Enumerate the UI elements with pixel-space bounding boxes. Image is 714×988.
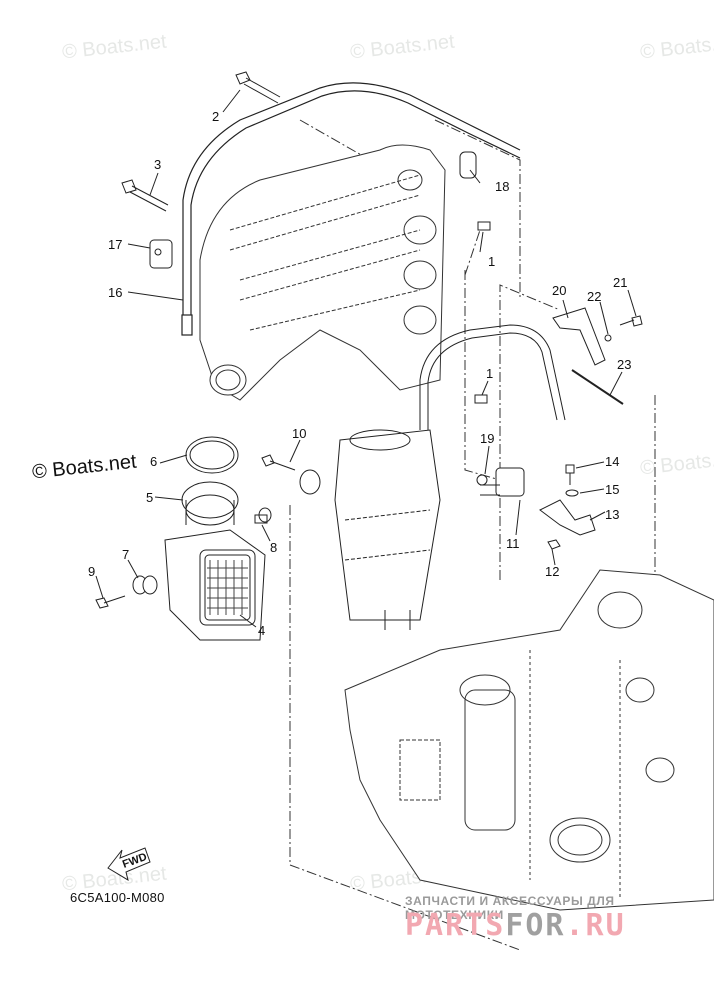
collar-8	[254, 507, 272, 524]
callout-20[interactable]: 20	[552, 283, 567, 298]
bracket-13	[539, 499, 596, 536]
callout-3[interactable]: 3	[154, 157, 162, 172]
callout-2[interactable]: 2	[212, 109, 220, 124]
cylinder-block	[344, 569, 714, 911]
callout-22[interactable]: 22	[587, 289, 602, 304]
bolt-21	[619, 315, 643, 327]
callout-13[interactable]: 13	[605, 507, 620, 522]
callout-15[interactable]: 15	[605, 482, 620, 497]
partsfor-logo[interactable]: PARTSFOR.RU	[405, 908, 626, 943]
dowel-pin	[474, 394, 488, 404]
diagram-code: 6C5A100-M080	[70, 890, 165, 905]
fwd-arrow-icon: FWD	[107, 847, 151, 882]
callout-7[interactable]: 7	[122, 547, 130, 562]
callout-4[interactable]: 4	[258, 623, 266, 638]
callout-11[interactable]: 11	[506, 536, 520, 551]
callout-5[interactable]: 5	[146, 490, 154, 505]
callout-18[interactable]: 18	[495, 179, 510, 194]
callout-16[interactable]: 16	[108, 285, 123, 300]
bracket-20	[552, 307, 606, 366]
callout-1[interactable]: 1	[486, 366, 494, 381]
washer-15	[565, 489, 579, 497]
clip-19	[476, 474, 488, 486]
nut-12	[547, 539, 561, 550]
clip-17	[149, 239, 173, 269]
footer-tagline: ЗАПЧАСТИ И АКСЕССУАРЫ ДЛЯ МОТОТЕХНИКИ	[405, 894, 615, 922]
dowel-pin	[477, 221, 491, 231]
callout-14[interactable]: 14	[605, 454, 620, 469]
solenoid-11	[480, 467, 525, 497]
leader-lines	[95, 89, 637, 628]
callout-6[interactable]: 6	[150, 454, 158, 469]
washer-22	[604, 334, 612, 342]
hose-upper-right	[419, 324, 566, 430]
callout-21[interactable]: 21	[613, 275, 628, 290]
clip-18	[459, 151, 477, 179]
callout-1[interactable]: 1	[488, 254, 496, 269]
grommet-7	[132, 575, 158, 595]
callout-17[interactable]: 17	[108, 237, 123, 252]
intake-manifold	[199, 144, 446, 401]
bolt-3	[121, 179, 169, 212]
bolt-10	[261, 454, 296, 471]
logo-part-for: FOR	[505, 908, 566, 943]
callout-12[interactable]: 12	[545, 564, 560, 579]
grommet	[299, 469, 321, 495]
callout-9[interactable]: 9	[88, 564, 96, 579]
logo-part-ru: .RU	[565, 908, 626, 943]
clamp-6	[185, 436, 239, 474]
callout-19[interactable]: 19	[480, 431, 495, 446]
silencer-4	[164, 529, 266, 641]
bolt-2	[235, 71, 281, 104]
bolt-9	[95, 595, 126, 609]
hose-joint-5	[181, 481, 239, 526]
fuel-hose	[181, 82, 521, 336]
bolt-14	[565, 464, 575, 485]
callout-10[interactable]: 10	[292, 426, 307, 441]
silencer-grid	[207, 560, 248, 615]
vapor-separator	[334, 429, 441, 630]
callout-23[interactable]: 23	[617, 357, 632, 372]
logo-part-parts: PARTS	[405, 908, 506, 943]
cable-tie-23	[571, 369, 624, 405]
callout-8[interactable]: 8	[270, 540, 278, 555]
